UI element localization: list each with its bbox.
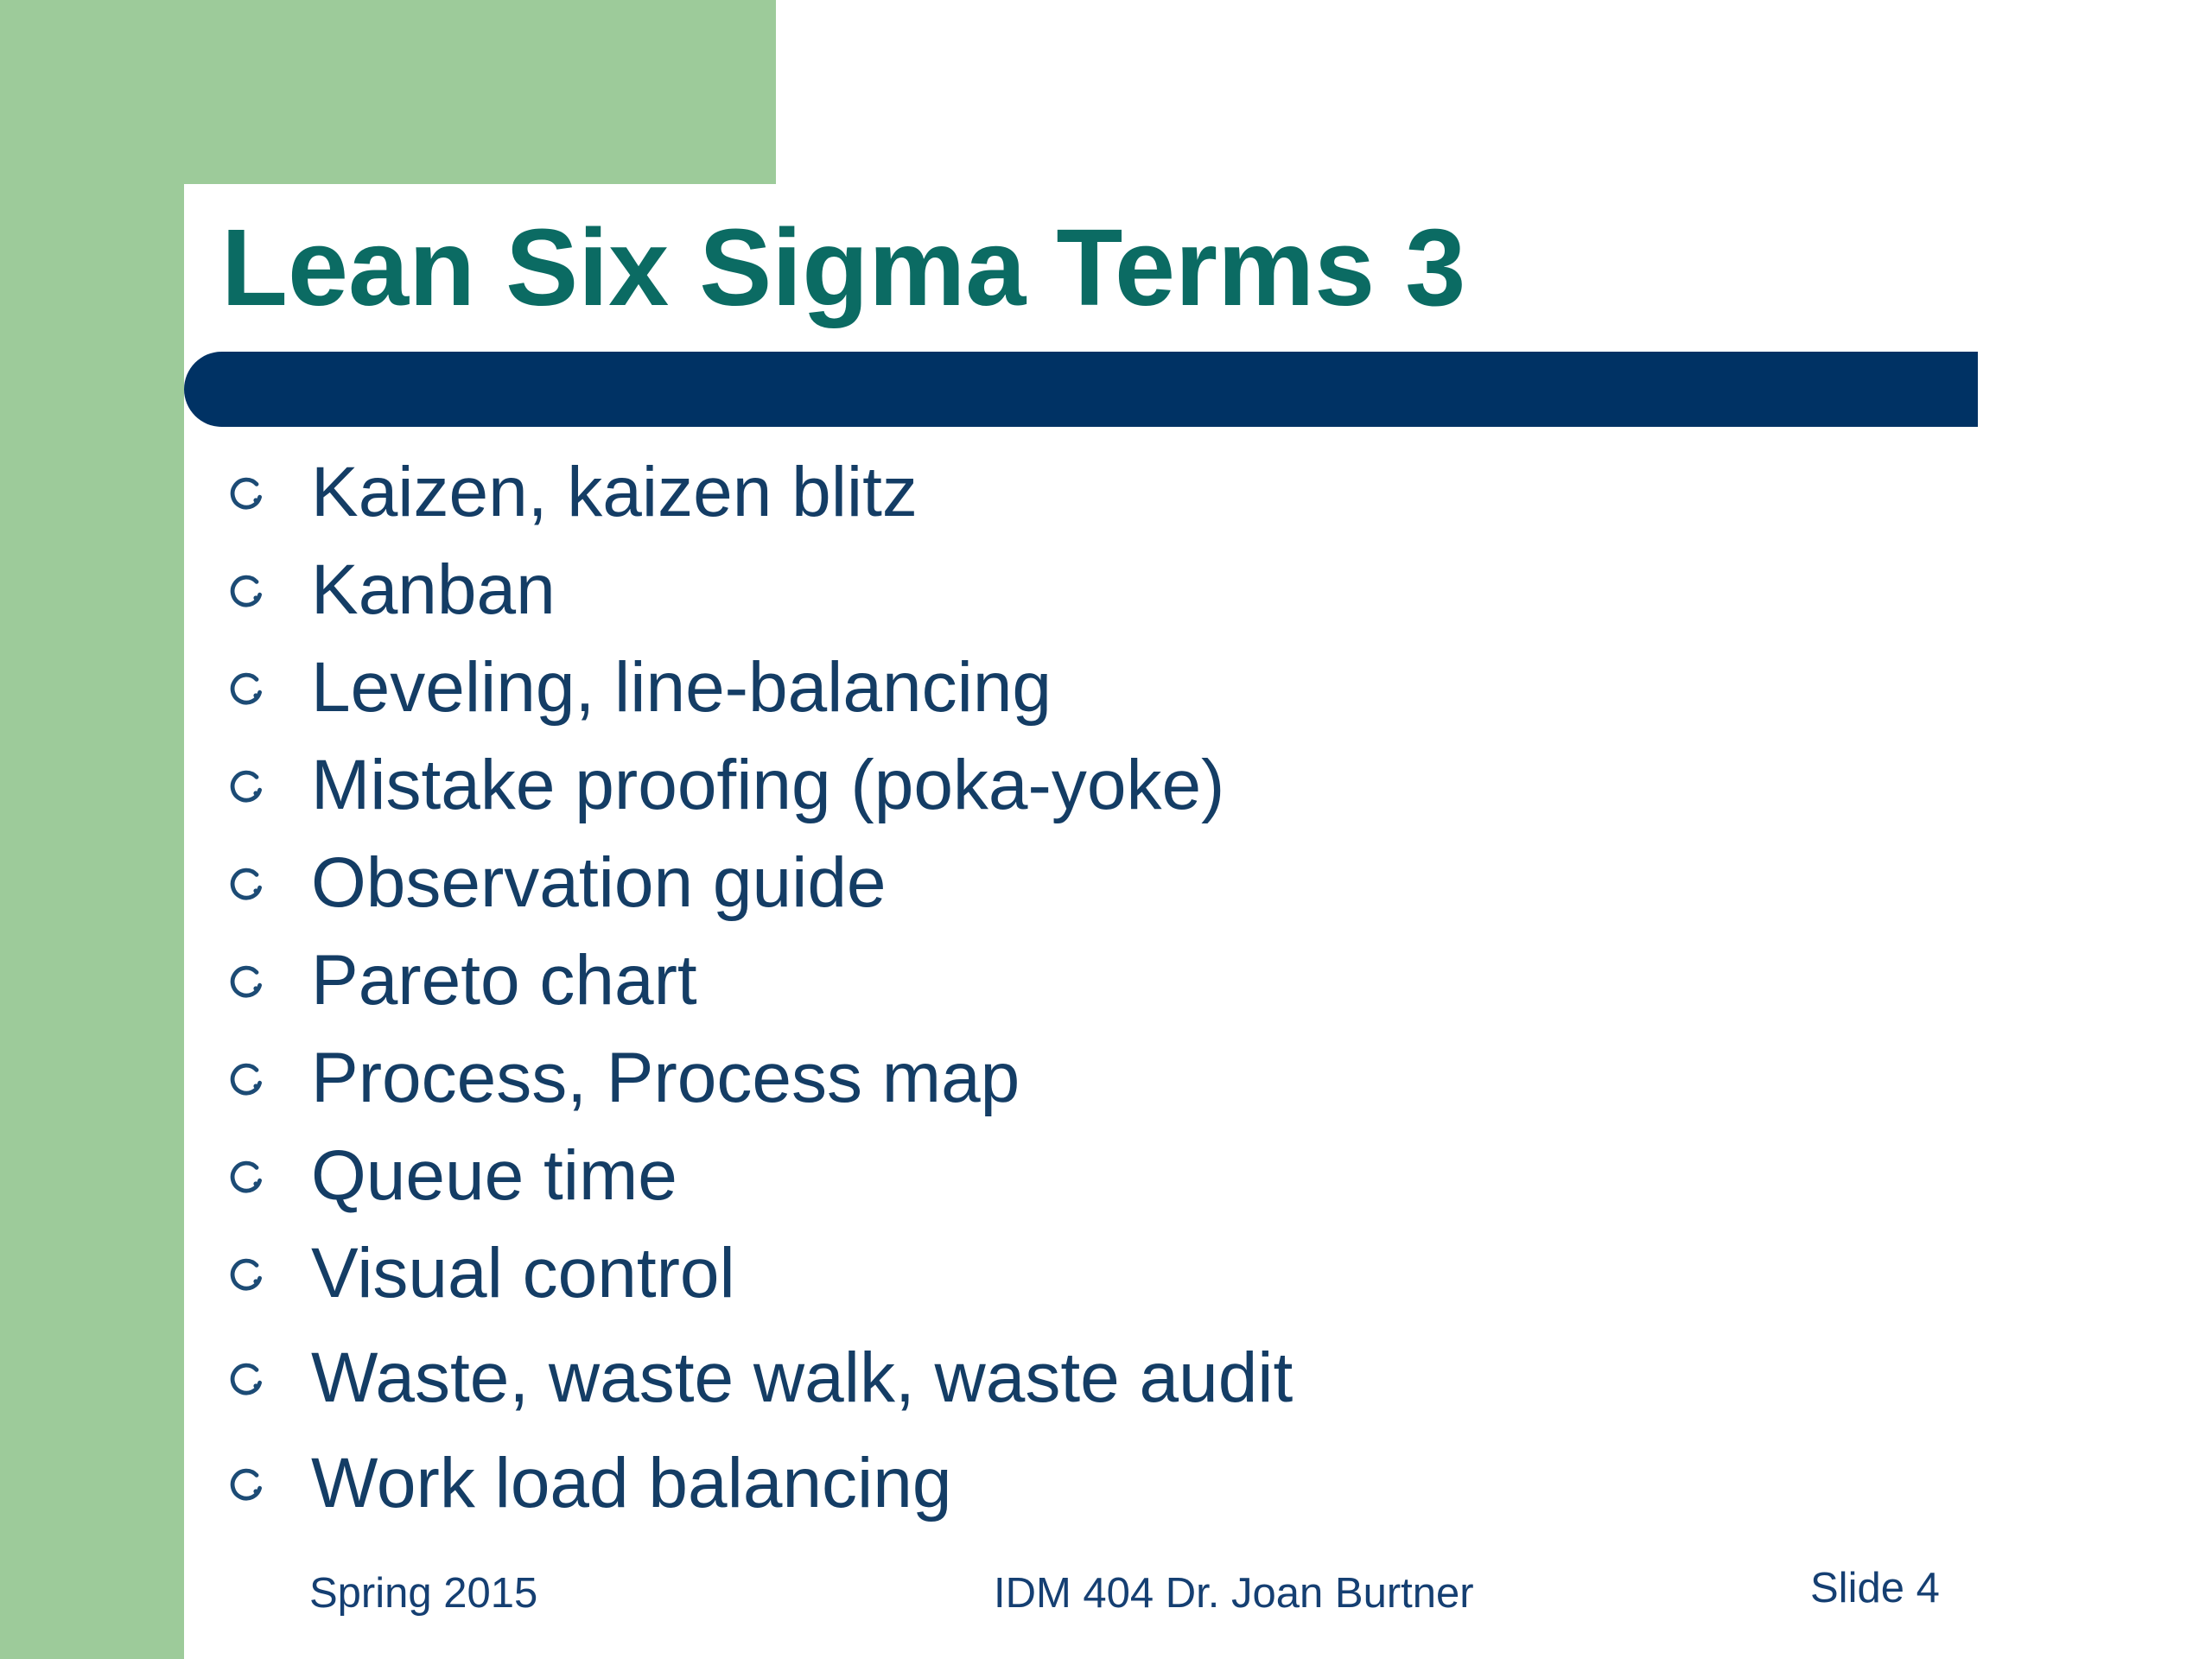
open-circle-bullet-icon <box>229 1128 274 1224</box>
bullet-item-mistake-proofing: Mistake proofing (poka-yoke) <box>229 738 1224 833</box>
open-circle-bullet-icon <box>229 1331 274 1426</box>
white-corner-curve <box>184 184 357 357</box>
bullet-item-visual-control: Visual control <box>229 1226 735 1321</box>
open-circle-bullet-icon <box>229 1436 274 1531</box>
open-circle-bullet-icon <box>229 445 274 540</box>
bullet-label-kaizen: Kaizen, kaizen blitz <box>311 453 918 531</box>
bullet-label-visual-control: Visual control <box>311 1234 735 1313</box>
bullet-item-work-load-balancing: Work load balancing <box>229 1436 951 1531</box>
bullet-item-process-map: Process, Process map <box>229 1031 1020 1126</box>
open-circle-bullet-icon <box>229 738 274 833</box>
bullet-label-process-map: Process, Process map <box>311 1039 1020 1117</box>
bullet-item-kaizen: Kaizen, kaizen blitz <box>229 445 918 540</box>
open-circle-bullet-icon <box>229 1226 274 1321</box>
footer-left-text: Spring 2015 <box>309 1570 538 1617</box>
title-underline-bar <box>184 352 1978 427</box>
green-vertical-panel <box>0 0 184 1659</box>
bullet-item-leveling: Leveling, line-balancing <box>229 640 1052 735</box>
bullet-label-work-load-balancing: Work load balancing <box>311 1444 952 1522</box>
bullet-item-waste: Waste, waste walk, waste audit <box>229 1331 1293 1426</box>
bullet-item-observation-guide: Observation guide <box>229 836 887 931</box>
bullet-label-kanban: Kanban <box>311 550 556 629</box>
bullet-item-queue-time: Queue time <box>229 1128 677 1224</box>
bullet-label-leveling: Leveling, line-balancing <box>311 648 1052 727</box>
bullet-label-mistake-proofing: Mistake proofing (poka-yoke) <box>311 746 1225 824</box>
open-circle-bullet-icon <box>229 836 274 931</box>
bullet-label-waste: Waste, waste walk, waste audit <box>311 1338 1294 1417</box>
bullet-item-pareto-chart: Pareto chart <box>229 933 697 1028</box>
bullet-item-kanban: Kanban <box>229 543 556 638</box>
footer-center-text: IDM 404 Dr. Joan Burtner <box>994 1570 1474 1617</box>
open-circle-bullet-icon <box>229 640 274 735</box>
open-circle-bullet-icon <box>229 933 274 1028</box>
slide-title: Lean Six Sigma Terms 3 <box>221 207 1466 328</box>
open-circle-bullet-icon <box>229 543 274 638</box>
bullet-label-pareto-chart: Pareto chart <box>311 941 697 1020</box>
open-circle-bullet-icon <box>229 1031 274 1126</box>
bullet-label-queue-time: Queue time <box>311 1136 677 1215</box>
green-top-panel <box>0 0 776 184</box>
footer-right-text: Slide 4 <box>1810 1565 1940 1611</box>
bullet-label-observation-guide: Observation guide <box>311 843 887 922</box>
